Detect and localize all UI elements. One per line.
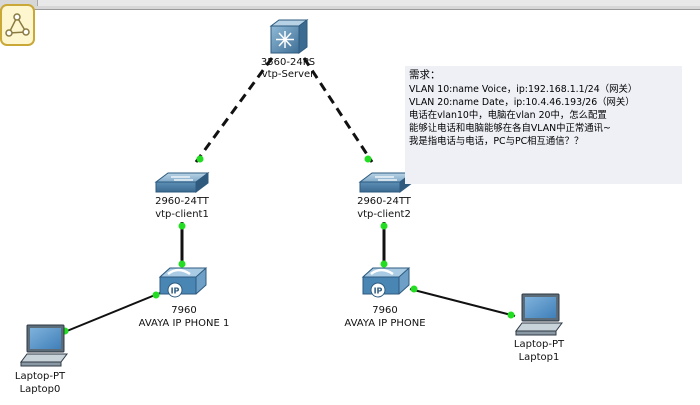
server-model-label: 3560-24PS (260, 57, 316, 68)
laptop1-name-label: Laptop1 (518, 352, 560, 363)
ip-phone-icon-2[interactable]: IP (361, 267, 411, 298)
client1-name-label: vtp-client1 (155, 209, 209, 220)
link-dot (380, 260, 388, 268)
switch-icon-client1[interactable] (154, 172, 210, 193)
laptop-icon-1[interactable] (515, 293, 563, 336)
laptop0-name-label: Laptop0 (19, 384, 61, 395)
link-dot (380, 222, 388, 230)
toolbar-strip (37, 0, 700, 6)
link-dot (196, 155, 204, 163)
link-dot (178, 222, 186, 230)
link-phone1-laptop0[interactable] (61, 292, 161, 334)
phone2-name-label: AVAYA IP PHONE (344, 318, 426, 329)
client2-name-label: vtp-client2 (357, 209, 411, 220)
phone2-model-label: 7960 (372, 305, 398, 316)
link-dot (410, 285, 418, 293)
laptop0-model-label: Laptop-PT (14, 371, 66, 382)
requirements-note[interactable]: 需求： VLAN 10:name Voice，ip:192.168.1.1/24… (405, 66, 682, 184)
laptop1-model-label: Laptop-PT (513, 339, 565, 350)
svg-text:IP: IP (374, 287, 383, 296)
server-name-label: vtp-Server (261, 69, 315, 80)
link-dot (364, 155, 372, 163)
svg-text:IP: IP (171, 287, 180, 296)
client2-model-label: 2960-24TT (357, 196, 411, 207)
multilayer-switch-icon[interactable] (269, 19, 309, 54)
client1-model-label: 2960-24TT (155, 196, 209, 207)
phone1-name-label: AVAYA IP PHONE 1 (138, 318, 230, 329)
link-dot (507, 311, 515, 319)
link-server-client1[interactable] (194, 57, 274, 163)
link-phone2-laptop1[interactable] (409, 288, 516, 317)
link-status-dots (61, 155, 515, 335)
laptop-icon-0[interactable] (20, 324, 68, 367)
note-line: VLAN 20:name Date，ip:10.4.46.193/26（网关） (409, 97, 635, 108)
top-toolbar (0, 0, 700, 10)
phone1-model-label: 7960 (171, 305, 197, 316)
link-dot (152, 291, 160, 299)
note-heading: 需求： (409, 69, 441, 81)
note-line: 能够让电话和电脑能够在各自VLAN中正常通讯~ (409, 123, 611, 134)
note-line: VLAN 10:name Voice，ip:192.168.1.1/24（网关） (409, 84, 638, 95)
link-server-client2[interactable] (302, 57, 374, 163)
cluster-tool-icon[interactable] (0, 0, 38, 47)
link-dot (178, 260, 186, 268)
note-line: 电话在vlan10中，电脑在vlan 20中，怎么配置 (409, 110, 607, 121)
ip-phone-icon-1[interactable]: IP (158, 267, 208, 298)
note-line: 我是指电话与电话，PC与PC相互通信？？ (409, 136, 584, 147)
